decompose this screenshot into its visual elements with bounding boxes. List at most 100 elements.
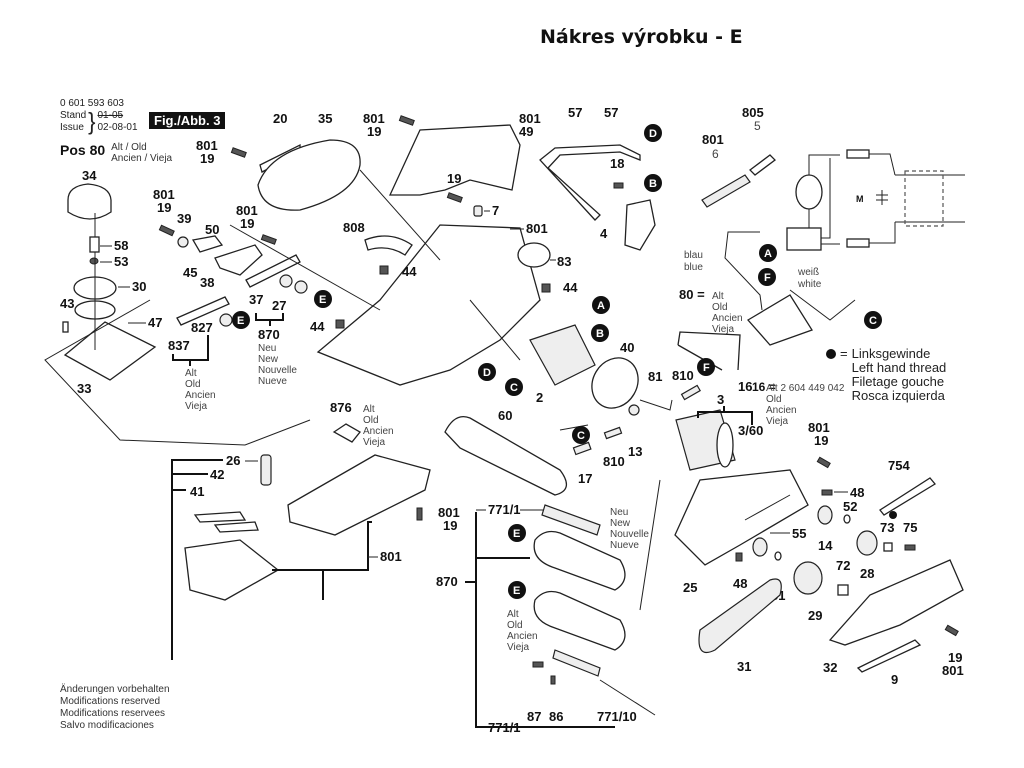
pulley-55[interactable]: [752, 537, 768, 557]
cover-plate-9[interactable]: [856, 639, 922, 673]
baffle-ring-40[interactable]: [583, 349, 647, 416]
blade-clamp[interactable]: [552, 649, 601, 677]
screw-icon[interactable]: [230, 147, 247, 158]
part-label-50: 50: [205, 222, 219, 237]
svg-text:D: D: [649, 128, 657, 140]
brush-810[interactable]: [680, 384, 701, 401]
white-wire: [789, 289, 856, 321]
screw-48[interactable]: [735, 552, 743, 562]
knob-cap-34[interactable]: [67, 183, 112, 220]
seal-83[interactable]: [517, 242, 551, 268]
part-label-18: 18: [610, 156, 624, 171]
part-label-801: 801: [808, 420, 830, 435]
rail-837-old[interactable]: [176, 296, 230, 326]
blue-wire: [724, 231, 763, 311]
wrench-754[interactable]: [879, 477, 936, 516]
note-vieja: Vieja: [507, 642, 529, 653]
nut-73[interactable]: [883, 542, 893, 552]
pulley-14[interactable]: [817, 505, 833, 525]
part-label-48: 48: [733, 576, 747, 591]
plug-cable-5[interactable]: [749, 154, 776, 176]
roller-27[interactable]: [279, 274, 293, 288]
note-old: Old: [363, 415, 379, 426]
roller-827[interactable]: [219, 313, 233, 327]
pulley-29[interactable]: [793, 561, 823, 595]
nut-39[interactable]: [177, 236, 189, 248]
modifications-note: Änderungen vorbehalten Modifications res…: [60, 684, 170, 732]
part-label-801: 801: [438, 505, 460, 520]
screw-icon[interactable]: [816, 456, 831, 469]
brush-holder-17[interactable]: [572, 441, 592, 456]
part-label-801: 801: [236, 203, 258, 218]
part-label-73: 73: [880, 520, 894, 535]
clamp-41[interactable]: [193, 511, 247, 523]
bearing-13[interactable]: [628, 404, 640, 416]
screw-58[interactable]: [89, 236, 100, 253]
nut-72[interactable]: [837, 584, 849, 596]
switch-rod-57[interactable]: [539, 144, 641, 221]
rail-37-new[interactable]: [245, 254, 301, 288]
screw-icon[interactable]: [944, 624, 959, 637]
part-label-44: 44: [402, 264, 417, 279]
dust-tube-60[interactable]: [444, 415, 567, 496]
pin-43[interactable]: [62, 321, 69, 333]
part-label-49: 49: [519, 124, 533, 139]
roller-27[interactable]: [294, 280, 308, 294]
nut-44[interactable]: [335, 319, 345, 329]
bracket-38[interactable]: [214, 244, 263, 276]
base-plate-801[interactable]: [287, 454, 431, 536]
blade-drum-new[interactable]: [533, 530, 626, 591]
nut-44[interactable]: [379, 265, 389, 275]
part-label-60: 60: [498, 408, 512, 423]
screw-icon[interactable]: [416, 507, 423, 521]
figure-label: Fig./Abb. 3: [149, 112, 226, 129]
lever-45[interactable]: [191, 235, 224, 253]
part-label-35: 35: [318, 111, 332, 126]
part-label-57: 57: [568, 105, 582, 120]
switch-plate-80[interactable]: [746, 294, 813, 346]
gear-cover-25[interactable]: [674, 469, 809, 566]
belt-cover-32[interactable]: [828, 559, 964, 646]
cover-808[interactable]: [364, 235, 413, 256]
washer-53[interactable]: [89, 257, 99, 265]
switch-cap-7[interactable]: [473, 205, 483, 217]
blade-drum-old[interactable]: [533, 590, 626, 651]
svg-text:E: E: [319, 294, 326, 306]
note-old: Old: [507, 620, 523, 631]
part-label-19: 19: [367, 124, 381, 139]
screw-icon[interactable]: [446, 192, 463, 203]
front-shoe[interactable]: [184, 539, 280, 601]
badge-d: D: [644, 124, 662, 142]
screw-87[interactable]: [532, 661, 544, 668]
scale-plate-33[interactable]: [63, 321, 157, 381]
clip-876[interactable]: [332, 423, 361, 443]
screw-icon[interactable]: [398, 115, 415, 126]
screw-icon[interactable]: [158, 224, 175, 237]
part-label-3: 3: [717, 392, 724, 407]
belt-cover-35[interactable]: [257, 139, 361, 211]
clamp-42[interactable]: [213, 521, 259, 533]
washer-52[interactable]: [843, 514, 851, 524]
legend-line: Linksgewinde: [851, 346, 931, 361]
switch-4[interactable]: [624, 199, 656, 251]
gear-3-60[interactable]: [716, 422, 734, 468]
nut-44[interactable]: [541, 283, 551, 293]
handle-shell-49[interactable]: [388, 124, 521, 196]
stud-75[interactable]: [904, 544, 916, 551]
pulley-28[interactable]: [856, 530, 878, 556]
field-coil-2[interactable]: [529, 324, 596, 386]
washer-51[interactable]: [774, 551, 782, 561]
cable-sleeve-6[interactable]: [701, 174, 751, 208]
svg-text:D: D: [483, 367, 491, 379]
screw-48[interactable]: [821, 489, 833, 496]
screw-icon[interactable]: [260, 234, 277, 245]
blade-771-1[interactable]: [541, 504, 601, 536]
drive-belt-31[interactable]: [698, 578, 782, 654]
pos-80-label: 80 =: [679, 287, 705, 302]
grub-screw-86[interactable]: [550, 675, 556, 685]
brush-810[interactable]: [603, 426, 623, 440]
screw-18[interactable]: [613, 182, 624, 189]
part-label-771-1: 771/1: [488, 502, 521, 517]
motor-housing-801[interactable]: [316, 224, 541, 386]
pin-26[interactable]: [260, 454, 272, 486]
